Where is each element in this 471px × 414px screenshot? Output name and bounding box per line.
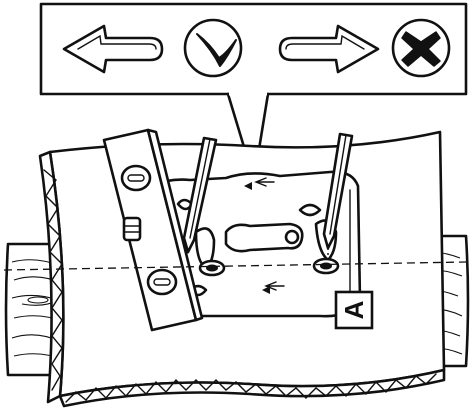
check-circle-icon (183, 18, 243, 78)
left-arrow-icon (62, 24, 164, 74)
level-vial-bottom (146, 268, 178, 296)
label-badge: A (334, 290, 374, 330)
spirit-level (102, 128, 204, 332)
level-vial-middle (122, 216, 142, 242)
instruction-callout (39, 2, 468, 182)
pencil-right (322, 132, 354, 258)
level-vial-top (120, 164, 152, 192)
label-badge-text: A (339, 300, 369, 319)
cross-circle-icon (391, 18, 451, 78)
right-arrow-icon (278, 24, 380, 74)
